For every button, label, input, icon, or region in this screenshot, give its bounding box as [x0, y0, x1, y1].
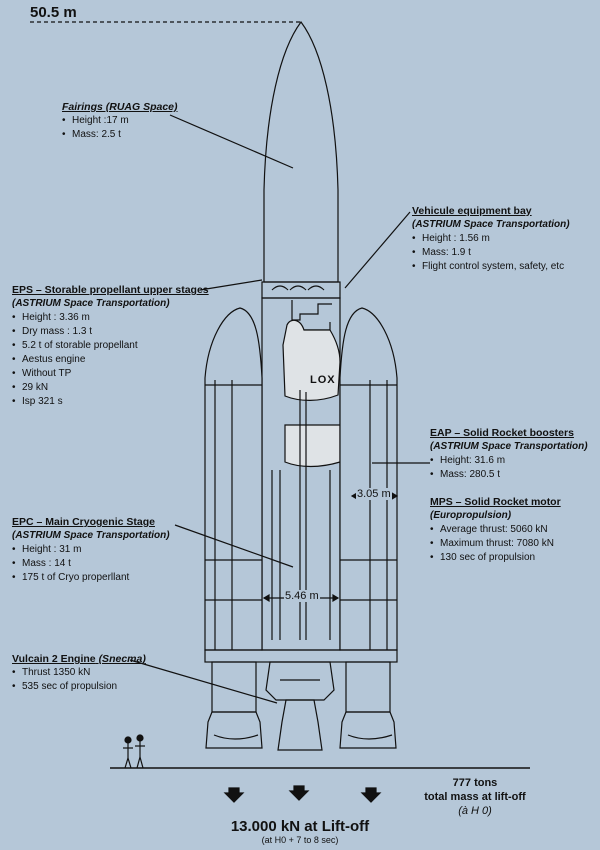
leader-veb — [344, 211, 411, 289]
fairings-item: Mass: 2.5 t — [62, 128, 178, 142]
thrust-arrows — [223, 785, 382, 803]
total-mass-label: total mass at lift-off — [424, 791, 526, 803]
mps-item: Average thrust: 5060 kN — [430, 523, 561, 537]
eps-item: Dry mass : 1.3 t — [12, 325, 209, 339]
vulcain-title-name: Vulcain 2 Engine — [12, 653, 96, 665]
epc-block: EPC – Main Cryogenic Stage (ASTRIUM Spac… — [12, 515, 170, 585]
eps-subtitle: (ASTRIUM Space Transportation) — [12, 298, 170, 309]
lox-tank — [282, 319, 341, 401]
veb-item: Mass: 1.9 t — [412, 246, 570, 260]
epc-item: Height : 31 m — [12, 543, 170, 557]
lh2-tank — [284, 424, 341, 468]
liftoff-thrust-block: 13.000 kN at Lift-off (at H0 + 7 to 8 se… — [195, 818, 405, 845]
mps-block: MPS – Solid Rocket motor (Europropulsion… — [430, 495, 561, 565]
fairings-item: Height :17 m — [62, 114, 178, 128]
veb-item: Height : 1.56 m — [412, 232, 570, 246]
veb-block: Vehicule equipment bay (ASTRIUM Space Tr… — [412, 204, 570, 274]
right-booster — [339, 307, 398, 651]
core-diameter-label: 5.46 m — [284, 590, 320, 602]
lox-label: LOX — [310, 374, 336, 386]
leader-vulcain — [129, 659, 278, 704]
vulcain-item: 535 sec of propulsion — [12, 680, 146, 694]
veb-title: Vehicule equipment bay — [412, 205, 532, 217]
fairing-outline — [263, 20, 339, 283]
veb-subtitle: (ASTRIUM Space Transportation) — [412, 219, 570, 230]
eps-item: 29 kN — [12, 381, 209, 395]
epc-item: 175 t of Cryo properllant — [12, 571, 170, 585]
vulcain-block: Vulcain 2 Engine (Snecma) Thrust 1350 kN… — [12, 652, 146, 694]
total-mass-ref: (à H 0) — [458, 805, 492, 817]
fairings-block: Fairings (RUAG Space) Height :17 m Mass:… — [62, 100, 178, 142]
mps-subtitle: (Europropulsion) — [430, 510, 512, 521]
booster-diameter-label: 3.05 m — [356, 488, 392, 500]
mps-title: MPS – Solid Rocket motor — [430, 496, 561, 508]
eps-item: Aestus engine — [12, 353, 209, 367]
right-booster-nozzle — [339, 711, 397, 749]
leader-eps — [199, 279, 263, 291]
left-booster — [204, 307, 263, 651]
veb-item: Flight control system, safety, etc — [412, 260, 570, 274]
eap-subtitle: (ASTRIUM Space Transportation) — [430, 441, 588, 452]
eap-item: Height: 31.6 m — [430, 454, 588, 468]
eps-item: 5.2 t of storable propellant — [12, 339, 209, 353]
eap-item: Mass: 280.5 t — [430, 468, 588, 482]
vulcain-nozzle — [277, 699, 323, 751]
leader-epc — [174, 524, 294, 568]
top-height-label: 50.5 m — [30, 4, 77, 21]
eps-item: Without TP — [12, 367, 209, 381]
mps-item: 130 sec of propulsion — [430, 551, 561, 565]
eap-title: EAP – Solid Rocket boosters — [430, 427, 574, 439]
liftoff-thrust-value: 13.000 kN at Lift-off — [230, 818, 370, 835]
human-scale-figures — [123, 734, 145, 769]
eps-item: Height : 3.36 m — [12, 311, 209, 325]
vulcain-title-maker: (Snecma) — [98, 653, 146, 665]
eap-block: EAP – Solid Rocket boosters (ASTRIUM Spa… — [430, 426, 588, 482]
eps-title: EPS – Storable propellant upper stages — [12, 284, 209, 296]
eps-block: EPS – Storable propellant upper stages (… — [12, 283, 209, 409]
upper-tank-detail — [291, 300, 332, 321]
epc-subtitle: (ASTRIUM Space Transportation) — [12, 530, 170, 541]
epc-item: Mass : 14 t — [12, 557, 170, 571]
vulcain-engine-body — [265, 661, 335, 701]
fairings-title: Fairings (RUAG Space) — [62, 101, 178, 113]
leader-fairings — [169, 114, 294, 169]
left-booster-nozzle — [205, 711, 263, 749]
total-mass-value: 777 tons — [452, 777, 498, 789]
vulcain-item: Thrust 1350 kN — [12, 666, 146, 680]
total-mass-block: 777 tons total mass at lift-off (à H 0) — [390, 776, 560, 818]
mps-item: Maximum thrust: 7080 kN — [430, 537, 561, 551]
equipment-bay — [261, 281, 341, 299]
liftoff-thrust-note: (at H0 + 7 to 8 sec) — [261, 835, 339, 845]
epc-title: EPC – Main Cryogenic Stage — [12, 516, 155, 528]
vulcain-title: Vulcain 2 Engine (Snecma) — [12, 652, 146, 666]
eps-item: Isp 321 s — [12, 395, 209, 409]
